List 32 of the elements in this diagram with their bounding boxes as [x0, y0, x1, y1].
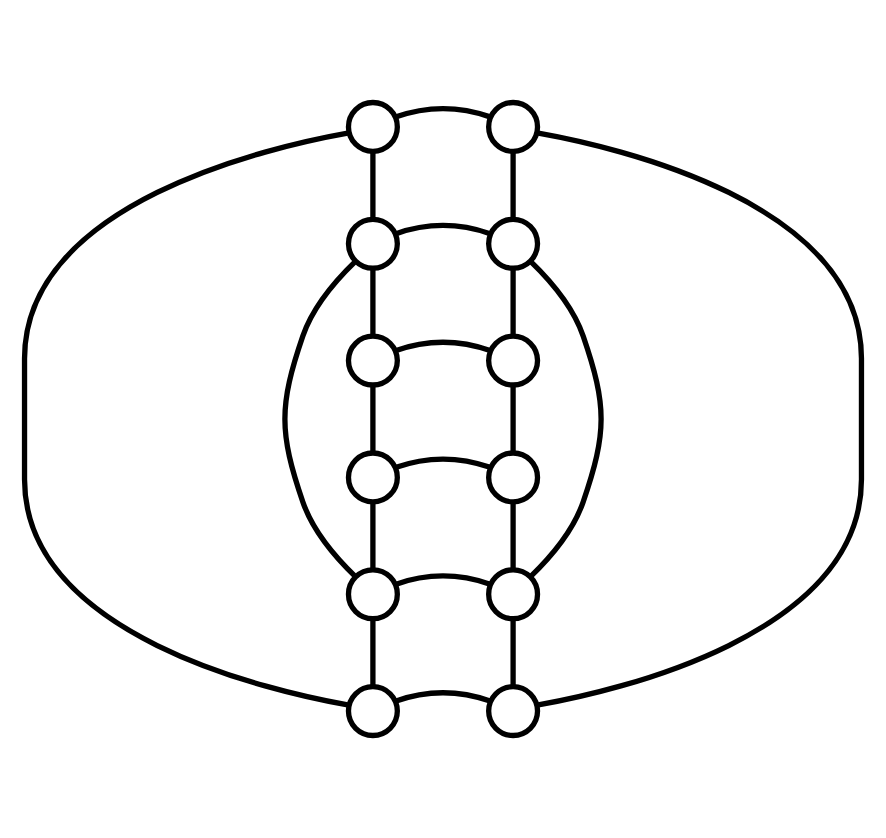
connector	[282, 259, 358, 579]
connector	[394, 690, 491, 704]
connector	[370, 151, 376, 219]
node-circle	[345, 99, 400, 154]
connector	[370, 619, 376, 687]
node-circle	[486, 567, 541, 622]
connector	[510, 502, 516, 570]
connector	[394, 456, 491, 471]
connector	[394, 339, 491, 354]
connector	[510, 151, 516, 219]
connector	[370, 385, 376, 453]
node-circle	[486, 99, 541, 154]
connector	[394, 573, 491, 587]
node-circle	[345, 216, 400, 271]
node-circle	[345, 567, 400, 622]
node-circle	[345, 333, 400, 388]
connector	[536, 130, 865, 708]
connector	[370, 502, 376, 570]
node-circle	[486, 684, 541, 739]
node-circle	[486, 450, 541, 505]
connector	[21, 130, 350, 708]
connector	[394, 222, 491, 237]
node-circle	[486, 216, 541, 271]
connector	[370, 268, 376, 336]
connector	[528, 259, 604, 579]
node-circle	[345, 450, 400, 505]
node-circle	[486, 333, 541, 388]
connector	[394, 106, 491, 120]
node-circle	[345, 684, 400, 739]
connector	[510, 268, 516, 336]
connector	[510, 619, 516, 687]
connector	[510, 385, 516, 453]
